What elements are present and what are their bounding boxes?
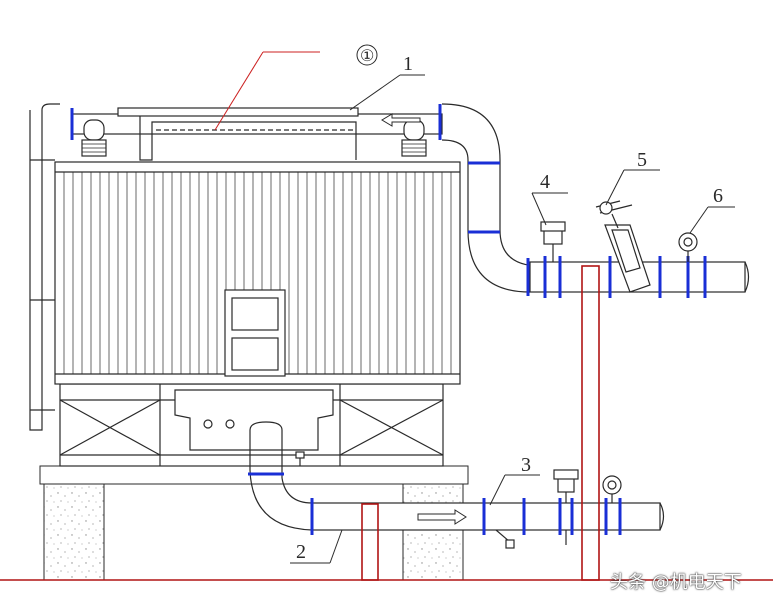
fins: [63, 172, 452, 374]
nozzle-left: [81, 119, 107, 157]
support-tall: [581, 265, 600, 581]
side-rail: [29, 103, 60, 431]
leader-lines: [214, 51, 735, 564]
label-3: 3: [521, 454, 531, 476]
flow-arrow-top: [381, 113, 421, 127]
callout-labels: ① 1 4 5 6 3 2: [296, 44, 723, 563]
gauge-6: [678, 232, 698, 262]
sump: [174, 389, 334, 451]
strainer-5: [595, 200, 651, 293]
valve-4: [540, 221, 566, 262]
cooling-tower: [29, 103, 461, 467]
label-4: 4: [540, 171, 550, 193]
valve-lower: [553, 469, 579, 545]
top-tray: [117, 107, 359, 117]
watermark: 头条 @机电天下: [610, 572, 742, 593]
label-2: 2: [296, 541, 306, 563]
foundation: [0, 465, 773, 581]
concrete-pier-left: [43, 483, 105, 581]
label-circle-one: ①: [360, 48, 374, 65]
lower-pipe: [248, 421, 665, 549]
gauge-lower: [602, 475, 622, 503]
concrete-pier-mid: [402, 483, 464, 581]
pipe-supports: [361, 265, 600, 581]
upper-pipe: [441, 103, 750, 298]
flow-arrow-bottom: [417, 509, 467, 525]
support-short: [361, 503, 379, 581]
label-6: 6: [713, 185, 723, 207]
callout-circle: [356, 44, 378, 66]
label-1: 1: [403, 53, 413, 75]
label-5: 5: [637, 149, 647, 171]
nozzle-right: [401, 119, 427, 157]
